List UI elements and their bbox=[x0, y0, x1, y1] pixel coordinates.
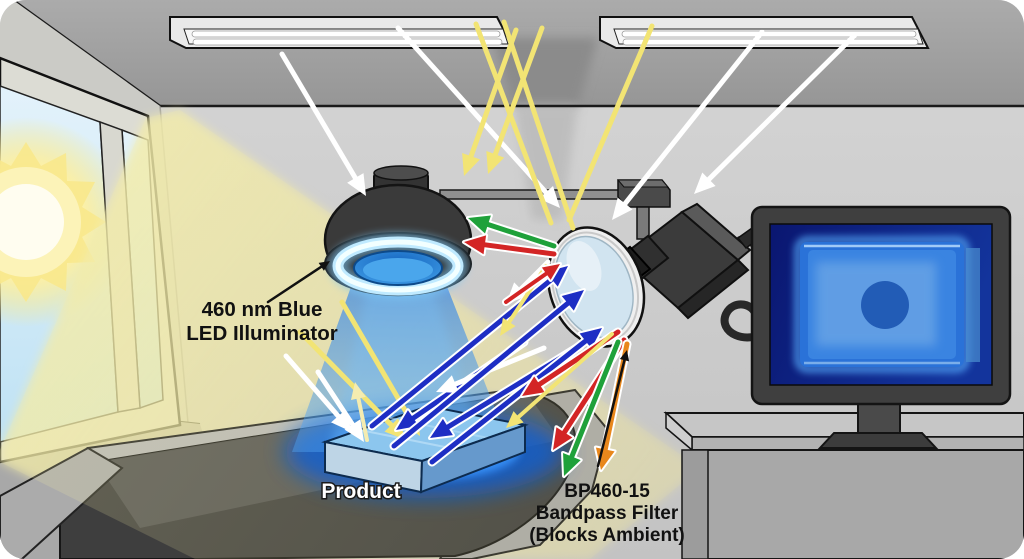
fluorescent-tube bbox=[622, 38, 919, 46]
table-front bbox=[691, 449, 1024, 559]
filter-label-line1: BP460-15 bbox=[564, 481, 650, 502]
product-label: Product bbox=[321, 480, 400, 503]
monitor-stand-base bbox=[817, 432, 939, 449]
ambient-yellow-ray-5 bbox=[566, 23, 655, 223]
camera-mount-bracket bbox=[616, 179, 671, 240]
illuminator-label-line1: 460 nm Blue bbox=[202, 298, 323, 321]
ambient-white-ray-2 bbox=[395, 25, 560, 208]
table-leg bbox=[681, 449, 709, 559]
filter-label-line3: (Blocks Ambient) bbox=[529, 525, 685, 546]
camera-mount-post bbox=[636, 206, 650, 240]
product-right-face bbox=[419, 423, 526, 494]
fluorescent-tube bbox=[621, 30, 917, 38]
filter-label-arrow bbox=[596, 350, 630, 468]
incoming-red-ray bbox=[502, 262, 562, 306]
ambient-yellow-ray-4 bbox=[501, 19, 576, 231]
filter-label-line2: Bandpass Filter bbox=[536, 503, 679, 524]
labels: 460 nm Blue LED Illuminator Product BP46… bbox=[186, 298, 685, 546]
screen-product-image bbox=[795, 237, 980, 372]
illuminator-label-line2: LED Illuminator bbox=[186, 322, 338, 345]
rejected-green-ray-top bbox=[466, 213, 559, 251]
camera-bottom-face bbox=[676, 258, 750, 320]
rejected-yellow-ray-bottom bbox=[506, 332, 614, 428]
illuminator-label-arrow bbox=[266, 261, 330, 304]
product-box bbox=[321, 404, 529, 494]
ceiling-light-left bbox=[169, 16, 515, 49]
ambient-yellow-ray-2 bbox=[486, 25, 545, 174]
blue-signal-ray-2 bbox=[389, 288, 586, 451]
ring-light-illuminator bbox=[323, 165, 473, 300]
light-ray-arrows bbox=[266, 19, 859, 478]
rejected-red-ray-top bbox=[462, 233, 559, 259]
rejected-green-ray-bottom bbox=[561, 337, 623, 478]
monitor bbox=[750, 205, 1012, 449]
ambient-white-ray-4 bbox=[694, 31, 859, 194]
blue-signal-ray-3 bbox=[427, 326, 604, 467]
sunlight-ray-white-2 bbox=[315, 369, 364, 442]
reflected-yellow-up-ray bbox=[350, 382, 369, 442]
ambient-white-ray-3 bbox=[612, 29, 765, 220]
screen-image-spot bbox=[861, 281, 909, 329]
fluorescent-tube bbox=[191, 30, 501, 38]
ambient-yellow-ray-3 bbox=[473, 21, 554, 226]
ambient-yellow-ray-1 bbox=[462, 27, 519, 176]
camera-top-face bbox=[680, 202, 752, 262]
fluorescent-tube bbox=[192, 38, 503, 46]
ambient-white-ray-1 bbox=[279, 51, 366, 196]
